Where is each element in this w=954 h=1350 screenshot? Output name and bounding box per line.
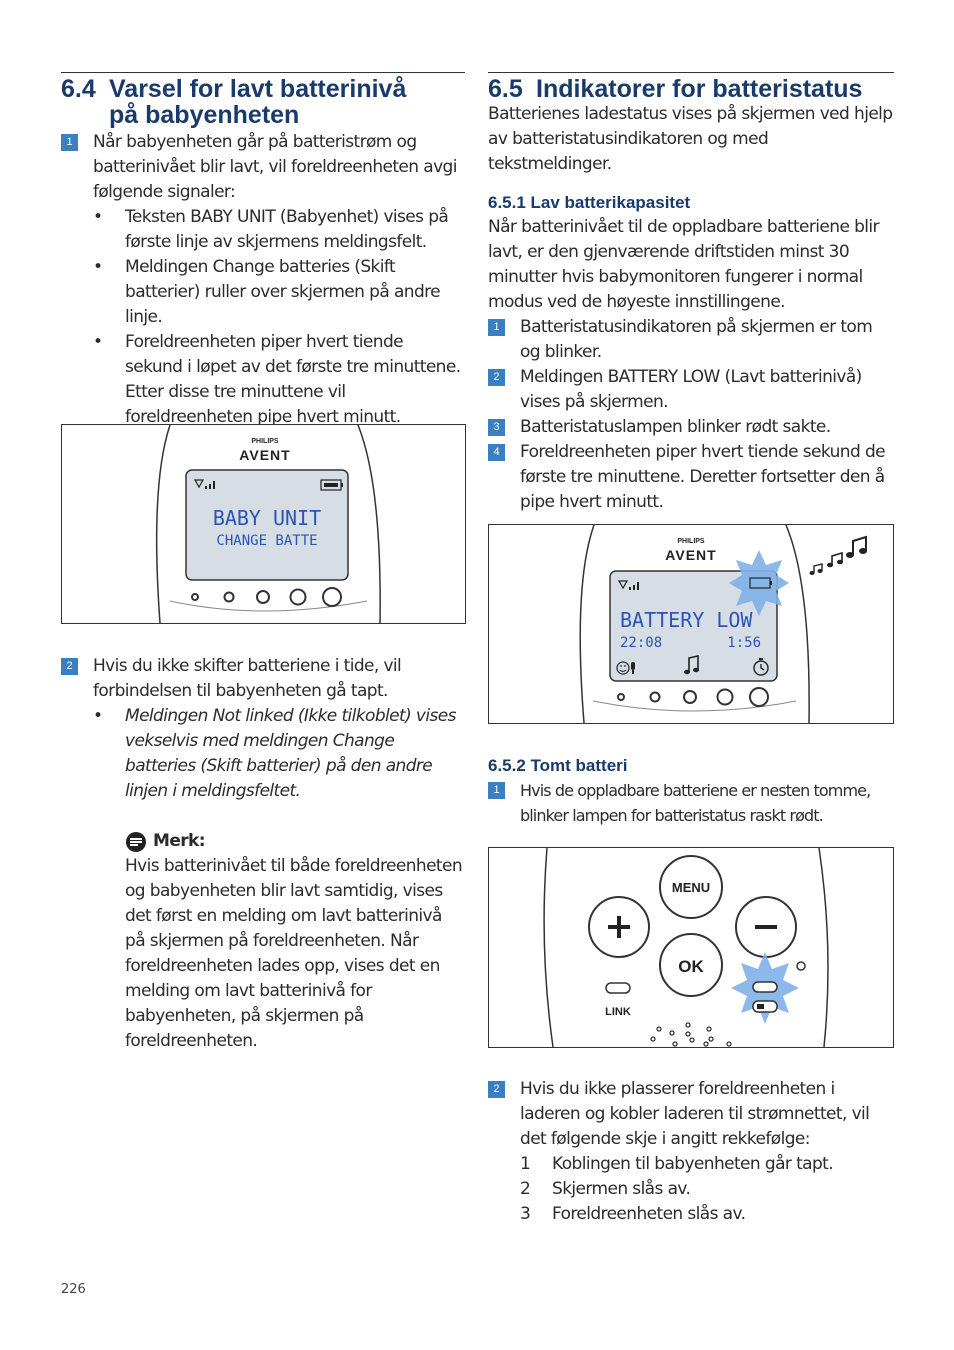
step-text: Hvis du ikke skifter batteriene i tide, … [93,656,402,701]
step-text: Meldingen BATTERY LOW (Lavt batterinivå)… [520,367,862,412]
battery-status-lamp-icon [752,1000,778,1013]
lcd-line-1: BATTERY LOW [620,608,753,632]
ok-label: OK [678,957,704,976]
figure-battery-low-display: PHILIPS AVENT BATTERY LOW 22:08 1:56 [488,524,894,724]
list-item: Teksten BABY UNIT (Babyenhet) vises på f… [93,205,465,255]
face-icon [616,661,635,675]
subsection-text: Når batterinivået til de oppladbare batt… [488,217,880,312]
section-intro: Batterienes ladestatus vises på skjermen… [488,104,893,174]
right-column-middle: 6.5.2 Tomt batteri 1 Hvis de oppladbare … [488,754,894,828]
flash-burst [729,550,789,616]
lcd-line-1: BABY UNIT [213,506,321,530]
step-2: 2 Hvis du ikke skifter batteriene i tide… [61,654,465,1054]
list-item: Meldingen Not linked (Ikke tilkoblet) vi… [93,704,465,804]
step-1: 1 Når babyenheten går på batteristrøm og… [61,130,465,430]
list-item: Meldingen Change batteries (Skift batter… [93,255,465,330]
menu-label: MENU [672,880,710,895]
ok-button [659,933,723,997]
signal-list: Teksten BABY UNIT (Babyenhet) vises på f… [93,205,465,430]
menu-button [659,855,723,919]
step-text: Hvis de oppladbare batteriene er nesten … [520,781,871,825]
subsection-heading-6-5-2: 6.5.2 Tomt batteri [488,756,628,775]
step-2-list: Meldingen Not linked (Ikke tilkoblet) vi… [93,704,465,804]
parent-unit-controls-illustration: MENU OK LINK [543,848,829,1047]
right-column-lower: 2 Hvis du ikke plasserer foreldreenheten… [488,1077,894,1227]
page-number: 226 [61,1282,86,1297]
beep-notes-icon [809,535,867,575]
step-text: Batteristatusindikatoren på skjermen er … [520,317,873,362]
step-text: Batteristatuslampen blinker rødt sakte. [520,417,831,437]
note-text: Hvis batterinivået til både foreldreenhe… [125,856,463,1051]
step-badge: 2 [488,369,505,386]
power-indicator [752,981,778,993]
step-badge: 4 [488,444,505,461]
control-buttons [617,687,769,707]
battery-empty-icon [749,577,772,589]
signal-icon [193,479,215,489]
note-title: Merk: [153,831,206,851]
lcd-line-2: CHANGE BATTE [216,533,317,549]
lcd-timer: 1:56 [727,635,761,651]
link-indicator [605,982,631,994]
lcd-screen [185,469,349,581]
lcd-screen [609,570,778,682]
link-label: LINK [605,1006,631,1018]
signal-icon [617,580,639,590]
note-heading: Merk: [125,829,465,854]
control-buttons [191,587,342,607]
note: Merk: Hvis batterinivået til både foreld… [93,829,465,1054]
step-text: Når babyenheten går på batteristrøm og b… [93,132,457,202]
step-2: 2 Hvis du ikke plasserer foreldreenheten… [488,1077,894,1227]
parent-unit-illustration: PHILIPS AVENT BATTERY LOW 22:08 1:56 [579,525,867,723]
speaker-holes [650,1022,732,1047]
lcd-clock: 22:08 [620,635,662,651]
step-2: 2 Meldingen BATTERY LOW (Lavt batterinivå… [488,365,894,415]
step-badge: 1 [488,319,505,336]
brand-avent: AVENT [665,547,716,563]
left-column-lower: 2 Hvis du ikke skifter batteriene i tide… [61,654,465,1054]
status-led [796,961,806,971]
brand-avent: AVENT [239,447,290,463]
note-icon [126,831,146,852]
timer-icon [753,658,769,676]
step-text: Hvis du ikke plasserer foreldreenheten i… [520,1079,870,1149]
parent-unit-illustration: PHILIPS AVENT BABY UNIT CHANGE BATTE [155,425,381,623]
step-text: Foreldreenheten piper hvert tiende sekun… [520,442,886,512]
step-3: 3 Batteristatuslampen blinker rødt sakte. [488,415,894,440]
minus-button [735,896,797,958]
step-badge: 2 [488,1081,505,1098]
subsection-heading-6-5-1: 6.5.1 Lav batterikapasitet [488,193,691,212]
step-badge: 3 [488,419,505,436]
battery-full-icon [320,479,343,491]
figure-baby-unit-display: PHILIPS AVENT BABY UNIT CHANGE BATTE [61,424,466,624]
list-item: Foreldreenheten piper hvert tiende sekun… [93,330,465,430]
step-1: 1 Batteristatusindikatoren på skjermen er… [488,315,894,365]
plus-button [588,896,650,958]
brand-philips: PHILIPS [677,538,705,545]
brand-philips: PHILIPS [251,438,279,445]
step-badge: 1 [488,782,505,799]
music-note-icon [684,655,699,675]
step-badge: 1 [61,134,78,151]
step-badge: 2 [61,658,78,675]
figure-battery-lamp: MENU OK LINK [488,847,894,1048]
step-1: 1 Hvis de oppladbare batteriene er neste… [488,778,894,828]
step-4: 4 Foreldreenheten piper hvert tiende seku… [488,440,894,515]
